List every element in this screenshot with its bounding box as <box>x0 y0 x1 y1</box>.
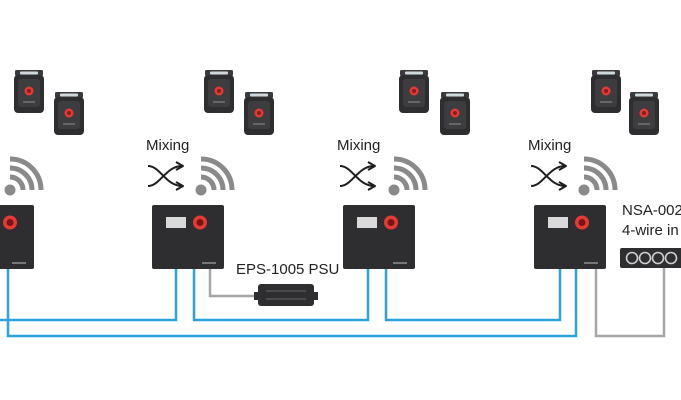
power-supply-icon <box>254 284 318 306</box>
wifi-signal-icon <box>389 159 426 196</box>
four-wire-interface: NSA-002 4-wire in <box>620 202 681 268</box>
blue-cable-segment-1 <box>0 268 178 322</box>
psu-cable <box>208 268 258 298</box>
mixing-arrows-icon <box>530 161 567 191</box>
mixing-arrows-icon <box>147 161 184 191</box>
4-wire-interface-icon <box>620 248 681 268</box>
blue-cable-segment-3 <box>384 268 562 322</box>
base-station-icon <box>152 205 224 269</box>
mixing-label: Mixing <box>528 137 571 154</box>
mixing-label: Mixing <box>146 137 189 154</box>
beltpack-icon <box>54 92 84 135</box>
nsa-label-line1: NSA-002 <box>622 202 681 219</box>
beltpack-icon <box>244 92 274 135</box>
four-wire-cable <box>594 268 666 338</box>
beltpack-icon <box>204 70 234 113</box>
power-supply: EPS-1005 PSU <box>236 261 339 306</box>
group-2: Mixing <box>146 70 274 269</box>
psu-label: EPS-1005 PSU <box>236 261 339 278</box>
blue-cable-lower <box>6 268 578 338</box>
beltpack-icon <box>591 70 621 113</box>
group-3: Mixing <box>337 70 470 269</box>
wifi-signal-icon <box>196 159 233 196</box>
nsa-label-line2: 4-wire in <box>622 222 679 239</box>
mixing-arrows-icon <box>339 161 376 191</box>
base-station-icon <box>534 205 606 269</box>
beltpack-icon <box>14 70 44 113</box>
wifi-signal-icon <box>579 159 616 196</box>
group-4: Mixing <box>528 70 659 269</box>
blue-cable-segment-2 <box>192 268 370 322</box>
base-station-icon <box>0 205 34 269</box>
beltpack-icon <box>399 70 429 113</box>
beltpack-icon <box>629 92 659 135</box>
mixing-label: Mixing <box>337 137 380 154</box>
beltpack-icon <box>440 92 470 135</box>
wifi-signal-icon <box>5 159 42 196</box>
base-station-icon <box>343 205 415 269</box>
cables <box>0 268 666 338</box>
group-1 <box>0 70 84 269</box>
